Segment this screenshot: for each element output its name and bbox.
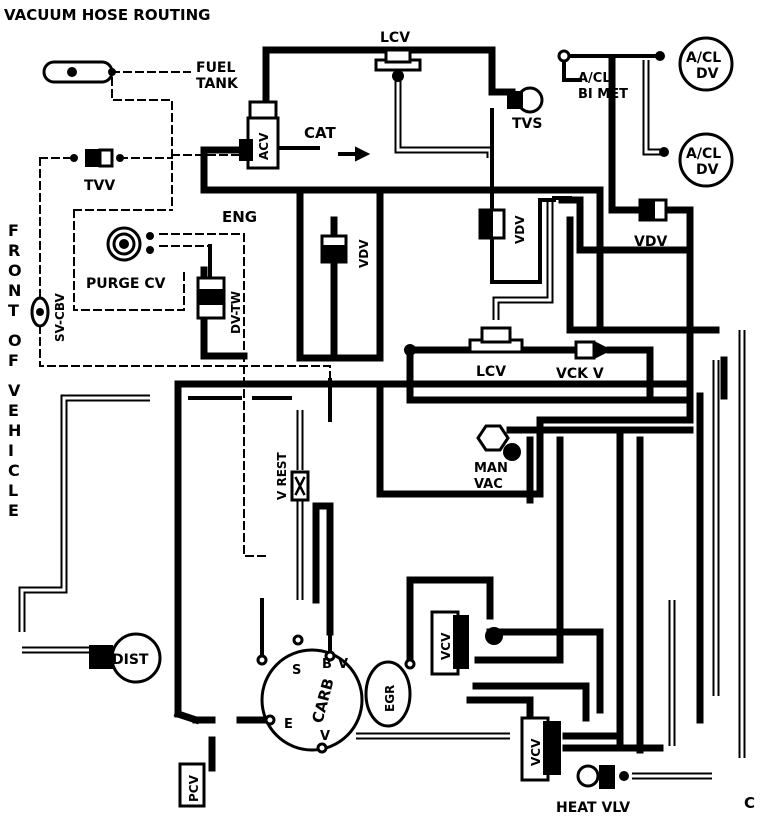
lcv-top-valve	[374, 48, 422, 82]
purge-cv-label: PURGE CV	[86, 276, 166, 292]
vdv-mid-valve	[478, 208, 506, 240]
vdv-right-label: VDV	[634, 234, 667, 250]
carburetor	[256, 634, 364, 754]
acl-bimet-label-2: BI MET	[578, 87, 628, 102]
vcv-lower-valve	[520, 716, 561, 782]
dv-tw-valve	[196, 276, 226, 320]
lcv-lower-valve	[404, 326, 524, 356]
tvs-valve	[507, 86, 544, 114]
cat-label: CAT	[304, 124, 336, 142]
acl-dv2-label-1: A/CL	[686, 146, 721, 162]
vdv-center-label: VDV	[357, 239, 371, 268]
tvs-label: TVS	[512, 116, 542, 132]
fuel-tank-vent-component	[42, 60, 116, 84]
vehicle-letter-1: V	[8, 381, 21, 400]
port-s-label: S	[292, 663, 301, 678]
front-letter-2: R	[8, 241, 20, 260]
of-letter-1: O	[8, 331, 22, 350]
eng-label: ENG	[222, 208, 257, 226]
acl-dv-2	[659, 132, 734, 188]
vdv-mid-label: VDV	[513, 215, 527, 244]
acl-dv2-label-2: DV	[696, 162, 719, 178]
v-rest-label: V REST	[275, 451, 289, 500]
vehicle-letter-4: I	[8, 441, 14, 460]
heat-vlv-label: HEAT VLV	[556, 800, 630, 816]
acv-label: ACV	[257, 132, 271, 160]
cat-connector	[355, 146, 371, 162]
tvv-valve	[70, 148, 124, 168]
pcv-valve	[178, 762, 206, 808]
vehicle-letter-6: L	[8, 481, 18, 500]
thick-hoses	[173, 46, 728, 772]
man-vac-port	[476, 424, 521, 461]
port-b-label: B	[322, 657, 332, 672]
vcv-lower-label: VCV	[529, 738, 543, 766]
dv-tw-label: DV-TW	[229, 291, 243, 334]
medium-hoses	[188, 54, 662, 662]
vehicle-letter-3: H	[8, 421, 21, 440]
distributor	[89, 632, 162, 684]
tvv-label: TVV	[84, 178, 115, 194]
vcv-upper-valve	[430, 610, 503, 676]
vac-label: VAC	[474, 477, 503, 492]
front-letter-4: N	[8, 281, 21, 300]
man-label: MAN	[474, 461, 508, 476]
front-letter-3: O	[8, 261, 22, 280]
egr-label: EGR	[383, 685, 397, 712]
acl-dv1-label-2: DV	[696, 66, 719, 82]
diagram-title: VACUUM HOSE ROUTING	[4, 6, 210, 24]
vehicle-letter-5: C	[8, 461, 20, 480]
port-v-label: V	[338, 657, 348, 672]
dashed-hoses	[39, 71, 331, 557]
front-letter-5: T	[8, 301, 19, 320]
dist-label: DIST	[112, 652, 149, 668]
vehicle-letter-7: E	[8, 501, 19, 520]
v-rest-restrictor	[290, 470, 310, 502]
acl-dv1-label-1: A/CL	[686, 50, 721, 66]
corner-letter: C	[744, 794, 755, 812]
vcv-upper-label: VCV	[439, 632, 453, 660]
front-letter-1: F	[8, 221, 19, 240]
fuel-label: FUEL	[196, 60, 235, 76]
pcv-label: PCV	[187, 774, 201, 802]
vehicle-letter-2: E	[8, 401, 19, 420]
sv-cbv-valve	[30, 296, 50, 328]
lcv-lower-label: LCV	[476, 364, 506, 380]
port-e-label: E	[284, 717, 293, 732]
acv-valve	[239, 100, 280, 170]
tank-label: TANK	[196, 76, 239, 92]
egr-valve	[364, 658, 416, 728]
sv-cbv-label: SV-CBV	[53, 292, 67, 342]
acl-bimet-sensor	[557, 49, 571, 63]
purge-cv-valve	[106, 226, 154, 262]
acl-bimet-label-1: A/CL	[578, 71, 611, 86]
lcv-top-label: LCV	[380, 30, 410, 46]
of-letter-2: F	[8, 351, 19, 370]
acl-dv-1	[655, 36, 734, 92]
heat-valve	[576, 764, 629, 789]
vckv-label: VCK V	[556, 366, 604, 382]
front-of-vehicle-label: F R O N T O F V E H I C L E	[8, 221, 22, 520]
port-v2-label: V	[320, 729, 330, 744]
vckv-valve	[574, 340, 613, 360]
vdv-center-valve	[320, 234, 348, 264]
vdv-right-valve	[638, 198, 668, 222]
